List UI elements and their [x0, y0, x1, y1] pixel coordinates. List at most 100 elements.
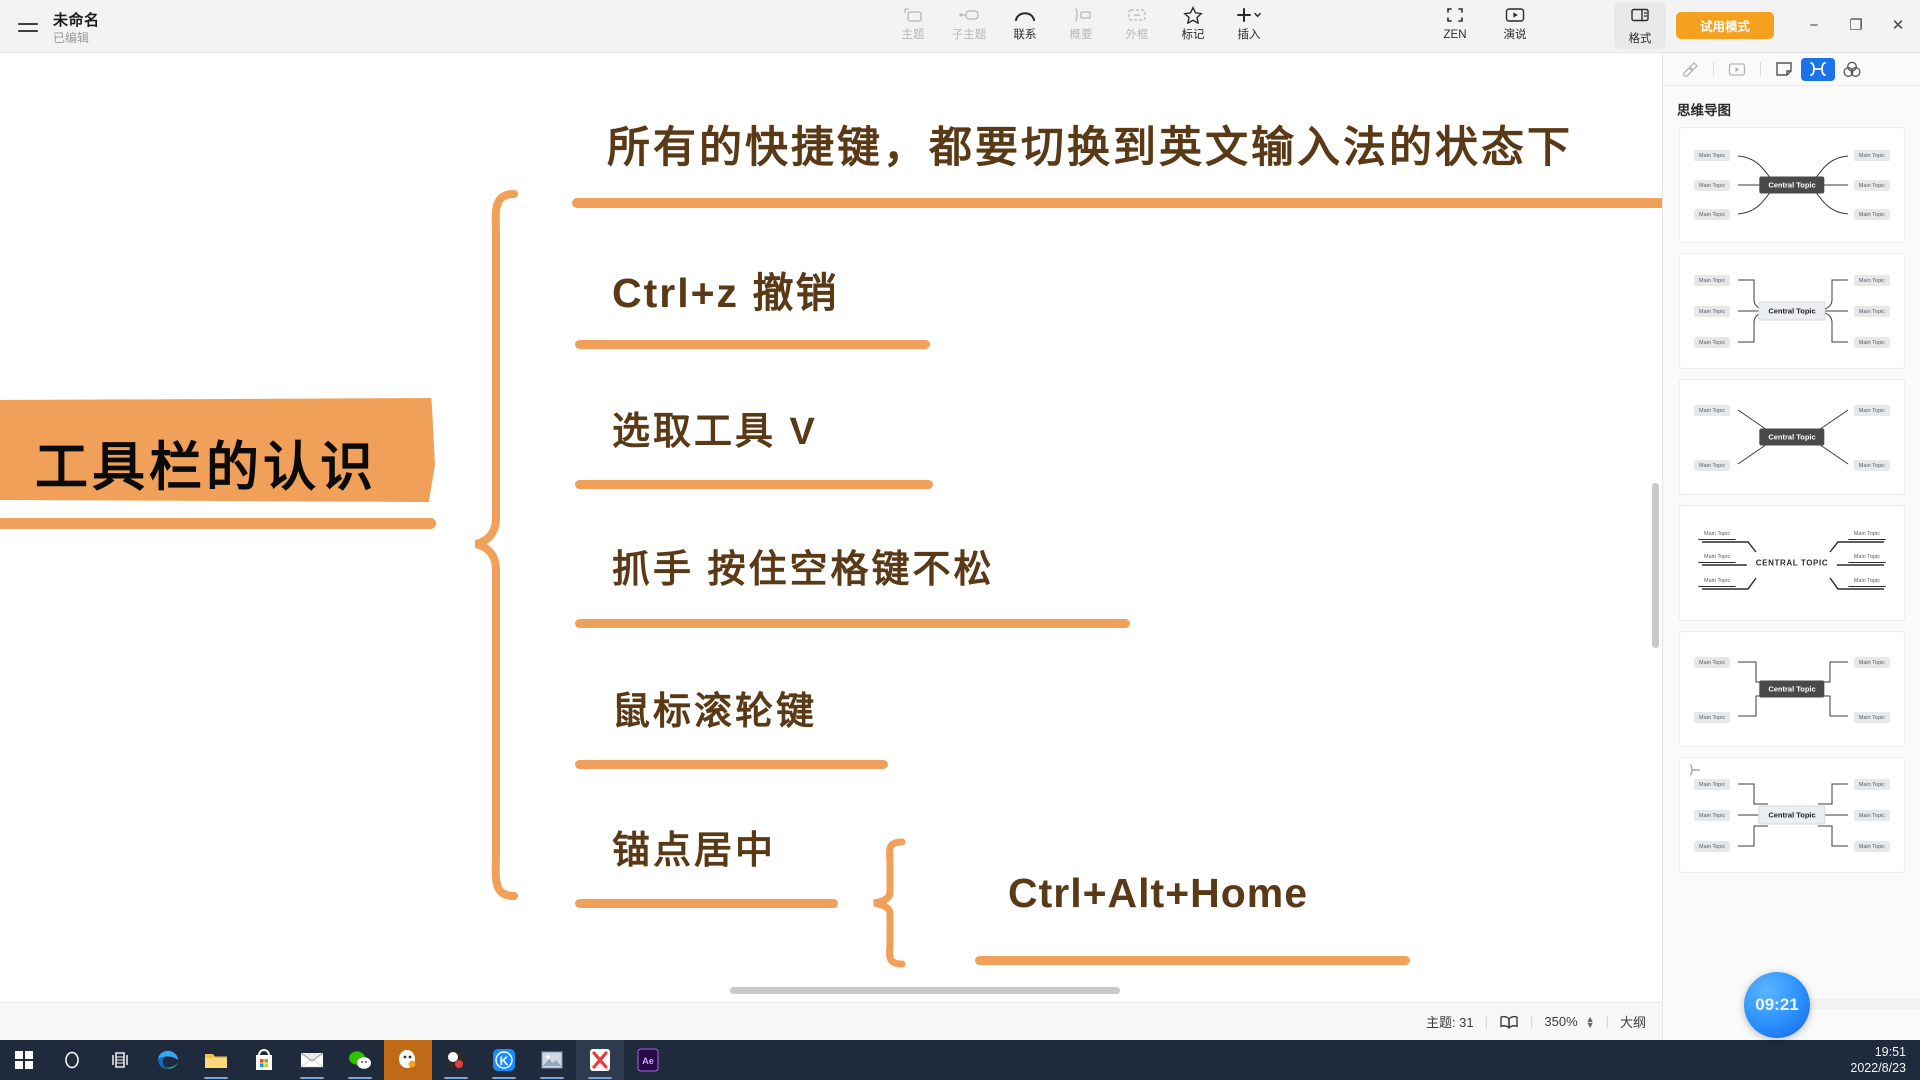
template-thumb-4[interactable]: CENTRAL TOPIC Main Topic Main Topic Main… — [1679, 505, 1905, 621]
trial-mode-button[interactable]: 试用模式 — [1676, 12, 1774, 39]
template-central-label: Central Topic — [1759, 428, 1825, 446]
zoom-level-label[interactable]: 350% — [1544, 1014, 1578, 1029]
mail-icon[interactable] — [288, 1040, 336, 1080]
obs-studio-icon[interactable] — [432, 1040, 480, 1080]
format-side-panel: 思维导图 Central Topic Main Topic Main Topic… — [1662, 53, 1920, 1040]
toolbar-marker-button[interactable]: 标记 — [1168, 5, 1218, 42]
template-thumb-5[interactable]: Central Topic Main Topic Main Topic Main… — [1679, 631, 1905, 747]
taskbar-running-indicator — [348, 1076, 372, 1079]
template-main-label: Main Topic — [1853, 460, 1890, 471]
title-bar: 未命名 已编辑 主题 子主题 联系 — [0, 0, 1920, 53]
wechat-icon[interactable] — [336, 1040, 384, 1080]
main-toolbar: 主题 子主题 联系 概要 — [888, 5, 1280, 49]
panel-tab-strip — [1663, 53, 1920, 86]
taskbar-running-indicator — [204, 1076, 228, 1079]
brush-style-icon[interactable] — [1673, 58, 1707, 81]
toolbar-insert-button[interactable]: 插入 — [1224, 5, 1274, 42]
toolbar-relationship-button[interactable]: 联系 — [1000, 5, 1050, 42]
panel-section-title: 思维导图 — [1677, 103, 1731, 118]
template-main-label: Main Topic — [1694, 779, 1731, 790]
template-thumb-3[interactable]: Central Topic Main Topic Main Topic Main… — [1679, 379, 1905, 495]
branch-node-3[interactable]: 抓手 按住空格键不松 — [612, 549, 995, 591]
toolbar-zen-button[interactable]: ZEN — [1428, 5, 1482, 42]
taskbar-clock[interactable]: 19:51 2022/8/23 — [1850, 1044, 1906, 1076]
sub-brace — [873, 838, 906, 968]
template-main-label: Main Topic — [1853, 405, 1890, 416]
canvas-horizontal-scrollbar[interactable] — [730, 987, 1120, 994]
file-explorer-icon[interactable] — [192, 1040, 240, 1080]
zoom-up-arrow[interactable]: ▲ — [1585, 1013, 1595, 1024]
template-main-label: Main Topic — [1694, 841, 1731, 852]
toolbar-summary-button[interactable]: 概要 — [1056, 5, 1106, 42]
taskbar-date: 2022/8/23 — [1850, 1061, 1906, 1075]
after-effects-icon[interactable]: Ae — [624, 1040, 672, 1080]
xmind-icon[interactable] — [576, 1040, 624, 1080]
qq-icon[interactable] — [384, 1040, 432, 1080]
close-button[interactable]: ✕ — [1891, 17, 1905, 34]
status-bar: 主题: 31 | | 350% ▲ ▼ | 大纲 — [0, 1002, 1662, 1040]
template-main-label: Main Topic — [1694, 460, 1731, 471]
zoom-down-arrow[interactable]: ▼ — [1585, 1019, 1595, 1030]
kingsoft-k-icon[interactable]: K — [480, 1040, 528, 1080]
outline-button[interactable]: 大纲 — [1619, 1015, 1646, 1030]
template-main-label: Main Topic — [1847, 577, 1886, 587]
slide-play-icon[interactable] — [1720, 58, 1754, 81]
taskbar-running-indicator — [300, 1076, 324, 1079]
zoom-stepper-icon[interactable]: ▲ ▼ — [1585, 1013, 1595, 1030]
toolbar-boundary-button[interactable]: 外框 — [1112, 5, 1162, 42]
assistant-timer-bubble[interactable]: 09:21 — [1744, 972, 1810, 1038]
photo-viewer-icon[interactable] — [528, 1040, 576, 1080]
mindmap-canvas[interactable]: 所有的快捷键，都要切换到英文输入法的状态下 工具栏的认识 Ctrl+z 撤销 选… — [0, 53, 1662, 1016]
branch-1-underline — [575, 340, 930, 349]
branch-node-1[interactable]: Ctrl+z 撤销 — [612, 270, 839, 316]
format-panel-button[interactable]: 格式 — [1614, 3, 1666, 49]
toolbar-topic-button[interactable]: 主题 — [888, 5, 938, 42]
template-main-label: Main Topic — [1853, 180, 1890, 191]
svg-text:K: K — [500, 1054, 509, 1068]
minimize-button[interactable]: − — [1809, 16, 1819, 34]
template-central-label: Central Topic — [1759, 680, 1825, 698]
branch-node-5[interactable]: 锚点居中 — [612, 830, 777, 872]
canvas-title-note[interactable]: 所有的快捷键，都要切换到英文输入法的状态下 — [607, 124, 1573, 172]
hamburger-menu-icon[interactable] — [14, 13, 42, 41]
template-central-label: Central Topic — [1758, 301, 1826, 321]
sticky-note-icon[interactable] — [1767, 58, 1801, 81]
edge-browser-icon[interactable] — [144, 1040, 192, 1080]
template-main-label: Main Topic — [1694, 209, 1731, 220]
microsoft-store-icon[interactable] — [240, 1040, 288, 1080]
template-thumb-6[interactable]: Central Topic Main Topic Main Topic Main… — [1679, 757, 1905, 873]
main-brace — [474, 190, 518, 900]
branch-node-4[interactable]: 鼠标滚轮键 — [612, 691, 818, 733]
windows-taskbar: K Ae 19:51 2022/8/23 — [0, 1040, 1920, 1080]
taskbar-running-indicator — [540, 1076, 564, 1079]
branch-node-2[interactable]: 选取工具 V — [612, 411, 818, 453]
task-view-icon[interactable] — [96, 1040, 144, 1080]
template-main-label: Main Topic — [1694, 337, 1731, 348]
template-main-label: Main Topic — [1853, 150, 1890, 161]
branch-3-underline — [575, 619, 1130, 628]
template-main-label: Main Topic — [1853, 657, 1890, 668]
template-main-label: Main Topic — [1694, 306, 1731, 317]
start-windows-icon[interactable] — [0, 1040, 48, 1080]
topic-count-label: 主题: 31 — [1425, 1015, 1474, 1030]
status-divider-3: | — [1605, 1014, 1609, 1029]
maximize-button[interactable]: ❐ — [1849, 17, 1863, 34]
book-view-icon[interactable] — [1499, 1014, 1519, 1030]
mindmap-structure-icon[interactable] — [1801, 57, 1835, 81]
title-note-underline — [572, 198, 1662, 208]
central-topic-shape[interactable] — [0, 398, 435, 502]
color-theme-icon[interactable] — [1835, 58, 1869, 81]
toolbar-presentation-button[interactable]: 演说 — [1488, 5, 1542, 42]
central-topic-underline — [0, 518, 436, 529]
branch-4-underline — [575, 760, 888, 769]
template-thumb-1[interactable]: Central Topic Main Topic Main Topic Main… — [1679, 127, 1905, 243]
canvas-vertical-scrollbar[interactable] — [1652, 483, 1659, 648]
template-list[interactable]: Central Topic Main Topic Main Topic Main… — [1663, 127, 1920, 1055]
search-icon[interactable] — [48, 1040, 96, 1080]
boundary-icon — [1127, 5, 1147, 25]
template-main-label: Main Topic — [1853, 209, 1890, 220]
template-thumb-2[interactable]: Central Topic Main Topic Main Topic Main… — [1679, 253, 1905, 369]
branch-5-child-node[interactable]: Ctrl+Alt+Home — [1008, 870, 1309, 916]
toolbar-subtopic-button[interactable]: 子主题 — [944, 5, 994, 42]
